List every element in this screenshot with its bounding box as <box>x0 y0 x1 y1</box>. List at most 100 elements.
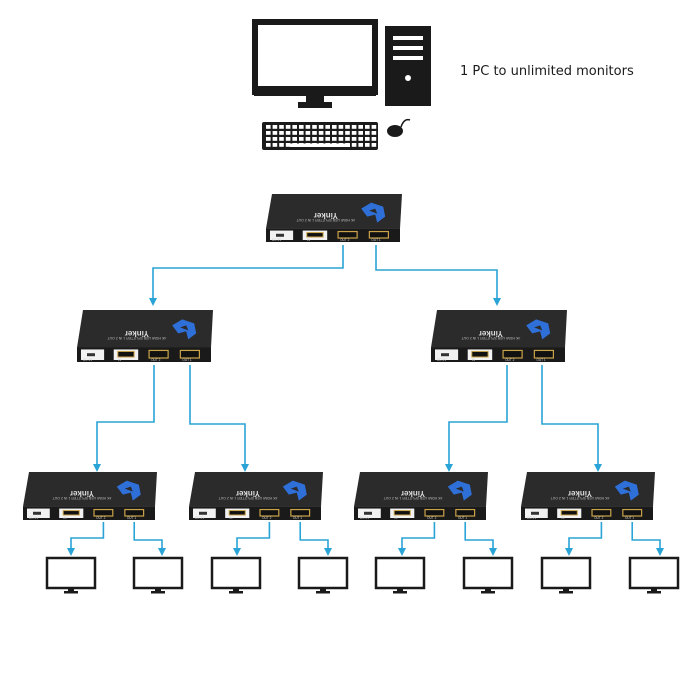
caption-text: 1 PC to unlimited monitors <box>460 64 634 79</box>
brand-logo-icon <box>614 480 639 501</box>
monitor-icon <box>374 556 426 594</box>
port-label: IN <box>229 516 233 520</box>
port-label: OUT 2 <box>262 516 272 520</box>
brand-label: Yinker <box>236 489 260 498</box>
hdmi-out2-port <box>259 508 280 517</box>
connector-arrow <box>299 522 332 556</box>
port-label: OUT 1 <box>127 516 137 520</box>
model-label: 4K HDMI USB SPLITTER 1 IN 2 OUT <box>107 336 167 340</box>
port-label: DC 5V <box>437 358 447 362</box>
port-label: DC 5V <box>195 516 205 520</box>
hdmi-out2-port <box>337 230 358 239</box>
hdmi-out1-port <box>124 508 145 517</box>
brand-label: Yinker <box>314 211 338 220</box>
connector-arrow <box>149 245 344 306</box>
port-label: OUT 1 <box>182 358 192 362</box>
brand-label: Yinker <box>401 489 425 498</box>
brand-logo-icon <box>172 319 197 340</box>
model-label: 4K HDMI USB SPLITTER 1 IN 2 OUT <box>550 496 610 500</box>
port-label: IN <box>561 516 565 520</box>
monitor-icon <box>45 556 97 594</box>
hdmi-out1-port <box>368 230 389 239</box>
hdmi-out2-port <box>424 508 445 517</box>
connector-arrow <box>233 522 271 556</box>
connector-arrow <box>631 522 664 556</box>
port-label: OUT 2 <box>340 238 350 242</box>
end-monitors <box>45 556 680 594</box>
port-label: DC 5V <box>29 516 39 520</box>
port-label: OUT 2 <box>427 516 437 520</box>
port-label: IN <box>394 516 398 520</box>
port-label: OUT 1 <box>293 516 303 520</box>
port-label: DC 5V <box>272 238 282 242</box>
port-label: OUT 1 <box>371 238 381 242</box>
port-label: DC 5V <box>360 516 370 520</box>
hdmi-out2-port <box>93 508 114 517</box>
port-label: DC 5V <box>527 516 537 520</box>
connector-arrow <box>398 522 436 556</box>
port-label: DC 5V <box>83 358 93 362</box>
keyboard-icon <box>262 122 378 150</box>
hdmi-out1-port <box>455 508 476 517</box>
connector-arrow <box>541 365 602 472</box>
monitor-icon <box>210 556 262 594</box>
monitor-icon <box>132 556 184 594</box>
brand-label: Yinker <box>125 329 149 338</box>
brand-logo-icon <box>526 319 551 340</box>
brand-label: Yinker <box>568 489 592 498</box>
brand-label: Yinker <box>479 329 503 338</box>
brand-logo-icon <box>361 202 386 223</box>
port-label: OUT 1 <box>625 516 635 520</box>
model-label: 4K HDMI USB SPLITTER 1 IN 2 OUT <box>218 496 278 500</box>
monitor-icon <box>297 556 349 594</box>
connector-arrows <box>67 245 664 556</box>
connector-arrow <box>67 522 105 556</box>
port-label: OUT 2 <box>151 358 161 362</box>
hdmi-out1-port <box>290 508 311 517</box>
monitor-icon <box>540 556 592 594</box>
port-label: IN <box>472 358 476 362</box>
connector-arrow <box>565 522 603 556</box>
hdmi-out1-port <box>533 349 554 359</box>
port-label: OUT 1 <box>458 516 468 520</box>
connector-arrow <box>189 365 249 472</box>
connector-arrow <box>133 522 166 556</box>
model-label: 4K HDMI USB SPLITTER 1 IN 2 OUT <box>461 336 521 340</box>
port-label: IN <box>118 358 122 362</box>
pc-tower-icon <box>385 26 431 106</box>
port-label: OUT 2 <box>96 516 106 520</box>
model-label: 4K HDMI USB SPLITTER 1 IN 2 OUT <box>383 496 443 500</box>
port-label: OUT 2 <box>505 358 515 362</box>
hdmi-out2-port <box>502 349 523 359</box>
connector-arrow <box>375 245 501 306</box>
brand-logo-icon <box>447 480 472 501</box>
hdmi-out1-port <box>622 508 643 517</box>
monitor-icon <box>462 556 514 594</box>
brand-label: Yinker <box>70 489 94 498</box>
hdmi-out1-port <box>179 349 201 359</box>
hdmi-out2-port <box>148 349 169 359</box>
connector-arrow <box>464 522 497 556</box>
port-label: IN <box>307 238 311 242</box>
monitor-icon <box>252 19 378 108</box>
mouse-icon <box>387 118 411 137</box>
port-label: IN <box>63 516 67 520</box>
brand-logo-icon <box>116 480 141 501</box>
pc-illustration <box>252 19 431 150</box>
port-label: OUT 2 <box>594 516 604 520</box>
monitor-icon <box>628 556 680 594</box>
hdmi-out2-port <box>591 508 612 517</box>
port-label: OUT 1 <box>536 358 546 362</box>
connector-arrow <box>445 365 508 472</box>
model-label: 4K HDMI USB SPLITTER 1 IN 2 OUT <box>296 218 356 222</box>
model-label: 4K HDMI USB SPLITTER 1 IN 2 OUT <box>52 496 112 500</box>
